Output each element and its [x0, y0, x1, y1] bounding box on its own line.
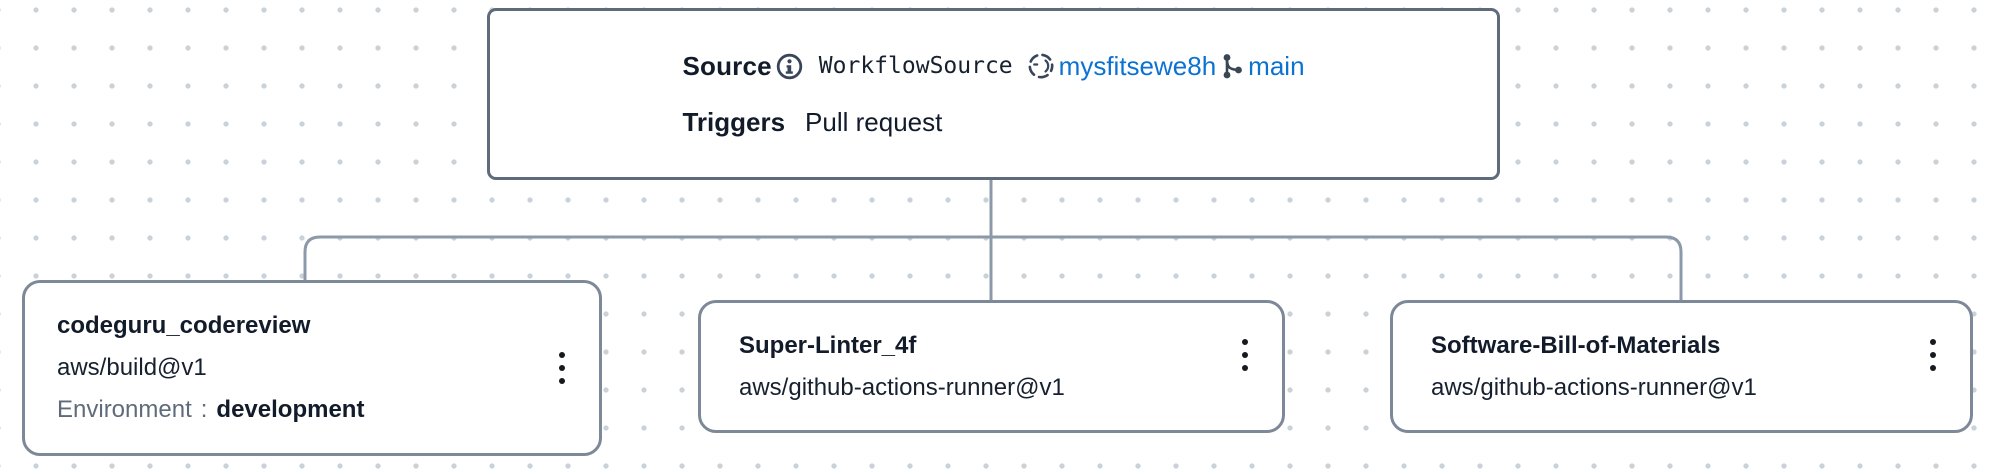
- source-type-name: WorkflowSource: [818, 53, 1013, 79]
- environment-value: development: [216, 396, 365, 423]
- branch-link[interactable]: main: [1248, 51, 1305, 81]
- git-branch-icon: [1217, 51, 1247, 81]
- kebab-menu-button[interactable]: [1918, 333, 1948, 377]
- info-icon[interactable]: [775, 52, 804, 81]
- action-card-body: codeguru_codereview aws/build@v1 Environ…: [57, 305, 364, 431]
- action-type: aws/github-actions-runner@v1: [1431, 373, 1757, 401]
- kebab-menu-icon: [1930, 339, 1936, 345]
- triggers-row: Triggers Pull request: [682, 107, 1304, 137]
- kebab-menu-button[interactable]: [1230, 333, 1260, 377]
- action-name: Software-Bill-of-Materials: [1431, 331, 1721, 359]
- action-name: codeguru_codereview: [57, 312, 311, 339]
- triggers-value: Pull request: [805, 107, 943, 137]
- action-card-codeguru-codereview[interactable]: codeguru_codereview aws/build@v1 Environ…: [22, 280, 602, 456]
- repository-link[interactable]: mysfitsewe8h: [1058, 51, 1217, 81]
- repository-icon: [1026, 51, 1056, 81]
- action-card-body: Software-Bill-of-Materials aws/github-ac…: [1431, 325, 1757, 409]
- action-environment-row: Environment: development: [57, 389, 364, 431]
- source-label: Source: [682, 51, 772, 81]
- kebab-menu-icon: [559, 352, 565, 358]
- action-card-body: Super-Linter_4f aws/github-actions-runne…: [739, 325, 1065, 409]
- kebab-menu-button[interactable]: [547, 346, 577, 390]
- action-type: aws/github-actions-runner@v1: [739, 373, 1065, 401]
- source-header-row: Source WorkflowSource mysfitsewe8h: [682, 51, 1304, 81]
- action-card-super-linter[interactable]: Super-Linter_4f aws/github-actions-runne…: [698, 300, 1285, 433]
- environment-label: Environment: [57, 396, 192, 423]
- action-card-software-bill-of-materials[interactable]: Software-Bill-of-Materials aws/github-ac…: [1390, 300, 1973, 433]
- triggers-label: Triggers: [682, 107, 786, 137]
- source-node[interactable]: Source WorkflowSource mysfitsewe8h: [487, 8, 1500, 180]
- action-name: Super-Linter_4f: [739, 331, 917, 359]
- action-type: aws/build@v1: [57, 354, 207, 381]
- environment-separator: :: [200, 396, 208, 423]
- kebab-menu-icon: [1242, 339, 1248, 345]
